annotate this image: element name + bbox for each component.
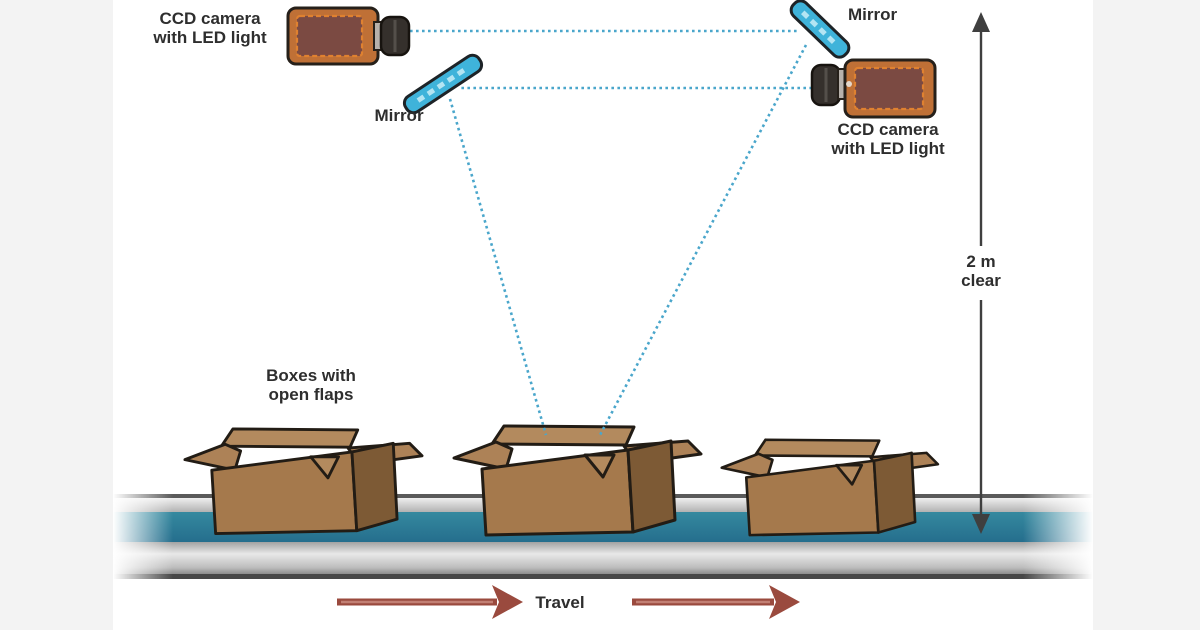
mirror-top-icon [789,0,851,59]
label-camera-left: CCD camera with LED light [120,9,300,47]
label-boxes-line2: open flaps [268,385,354,405]
travel-arrowhead-left [492,585,523,619]
label-camera-left-line1: CCD camera [159,9,261,28]
beam-mid-mirror-to-box [448,98,548,436]
box-left [183,427,424,535]
travel-arrowhead-right [769,585,800,619]
box-center [452,424,703,537]
box-right [720,438,940,537]
camera-left-icon [286,6,411,66]
camera-right-icon [810,58,937,119]
label-camera-left-line2: with LED light [153,28,267,48]
label-travel: Travel [535,593,585,612]
label-camera-right-line2: with LED light [831,139,945,159]
label-boxes: Boxes with open flaps [221,366,401,404]
travel-arrows [337,585,800,619]
label-mirror-middle: Mirror [374,106,424,125]
beam-top-mirror-to-box [598,44,808,436]
label-clearance-line1: 2 m [966,252,996,271]
label-camera-right: CCD camera with LED light [798,120,978,158]
label-camera-right-line1: CCD camera [837,120,939,139]
label-clearance: 2 m clear [941,252,1021,290]
label-mirror-top: Mirror [848,5,898,24]
mirror-middle-icon [402,53,484,115]
label-clearance-line2: clear [961,271,1001,291]
label-boxes-line1: Boxes with [266,366,356,385]
clearance-dimension-arrow [972,12,990,534]
